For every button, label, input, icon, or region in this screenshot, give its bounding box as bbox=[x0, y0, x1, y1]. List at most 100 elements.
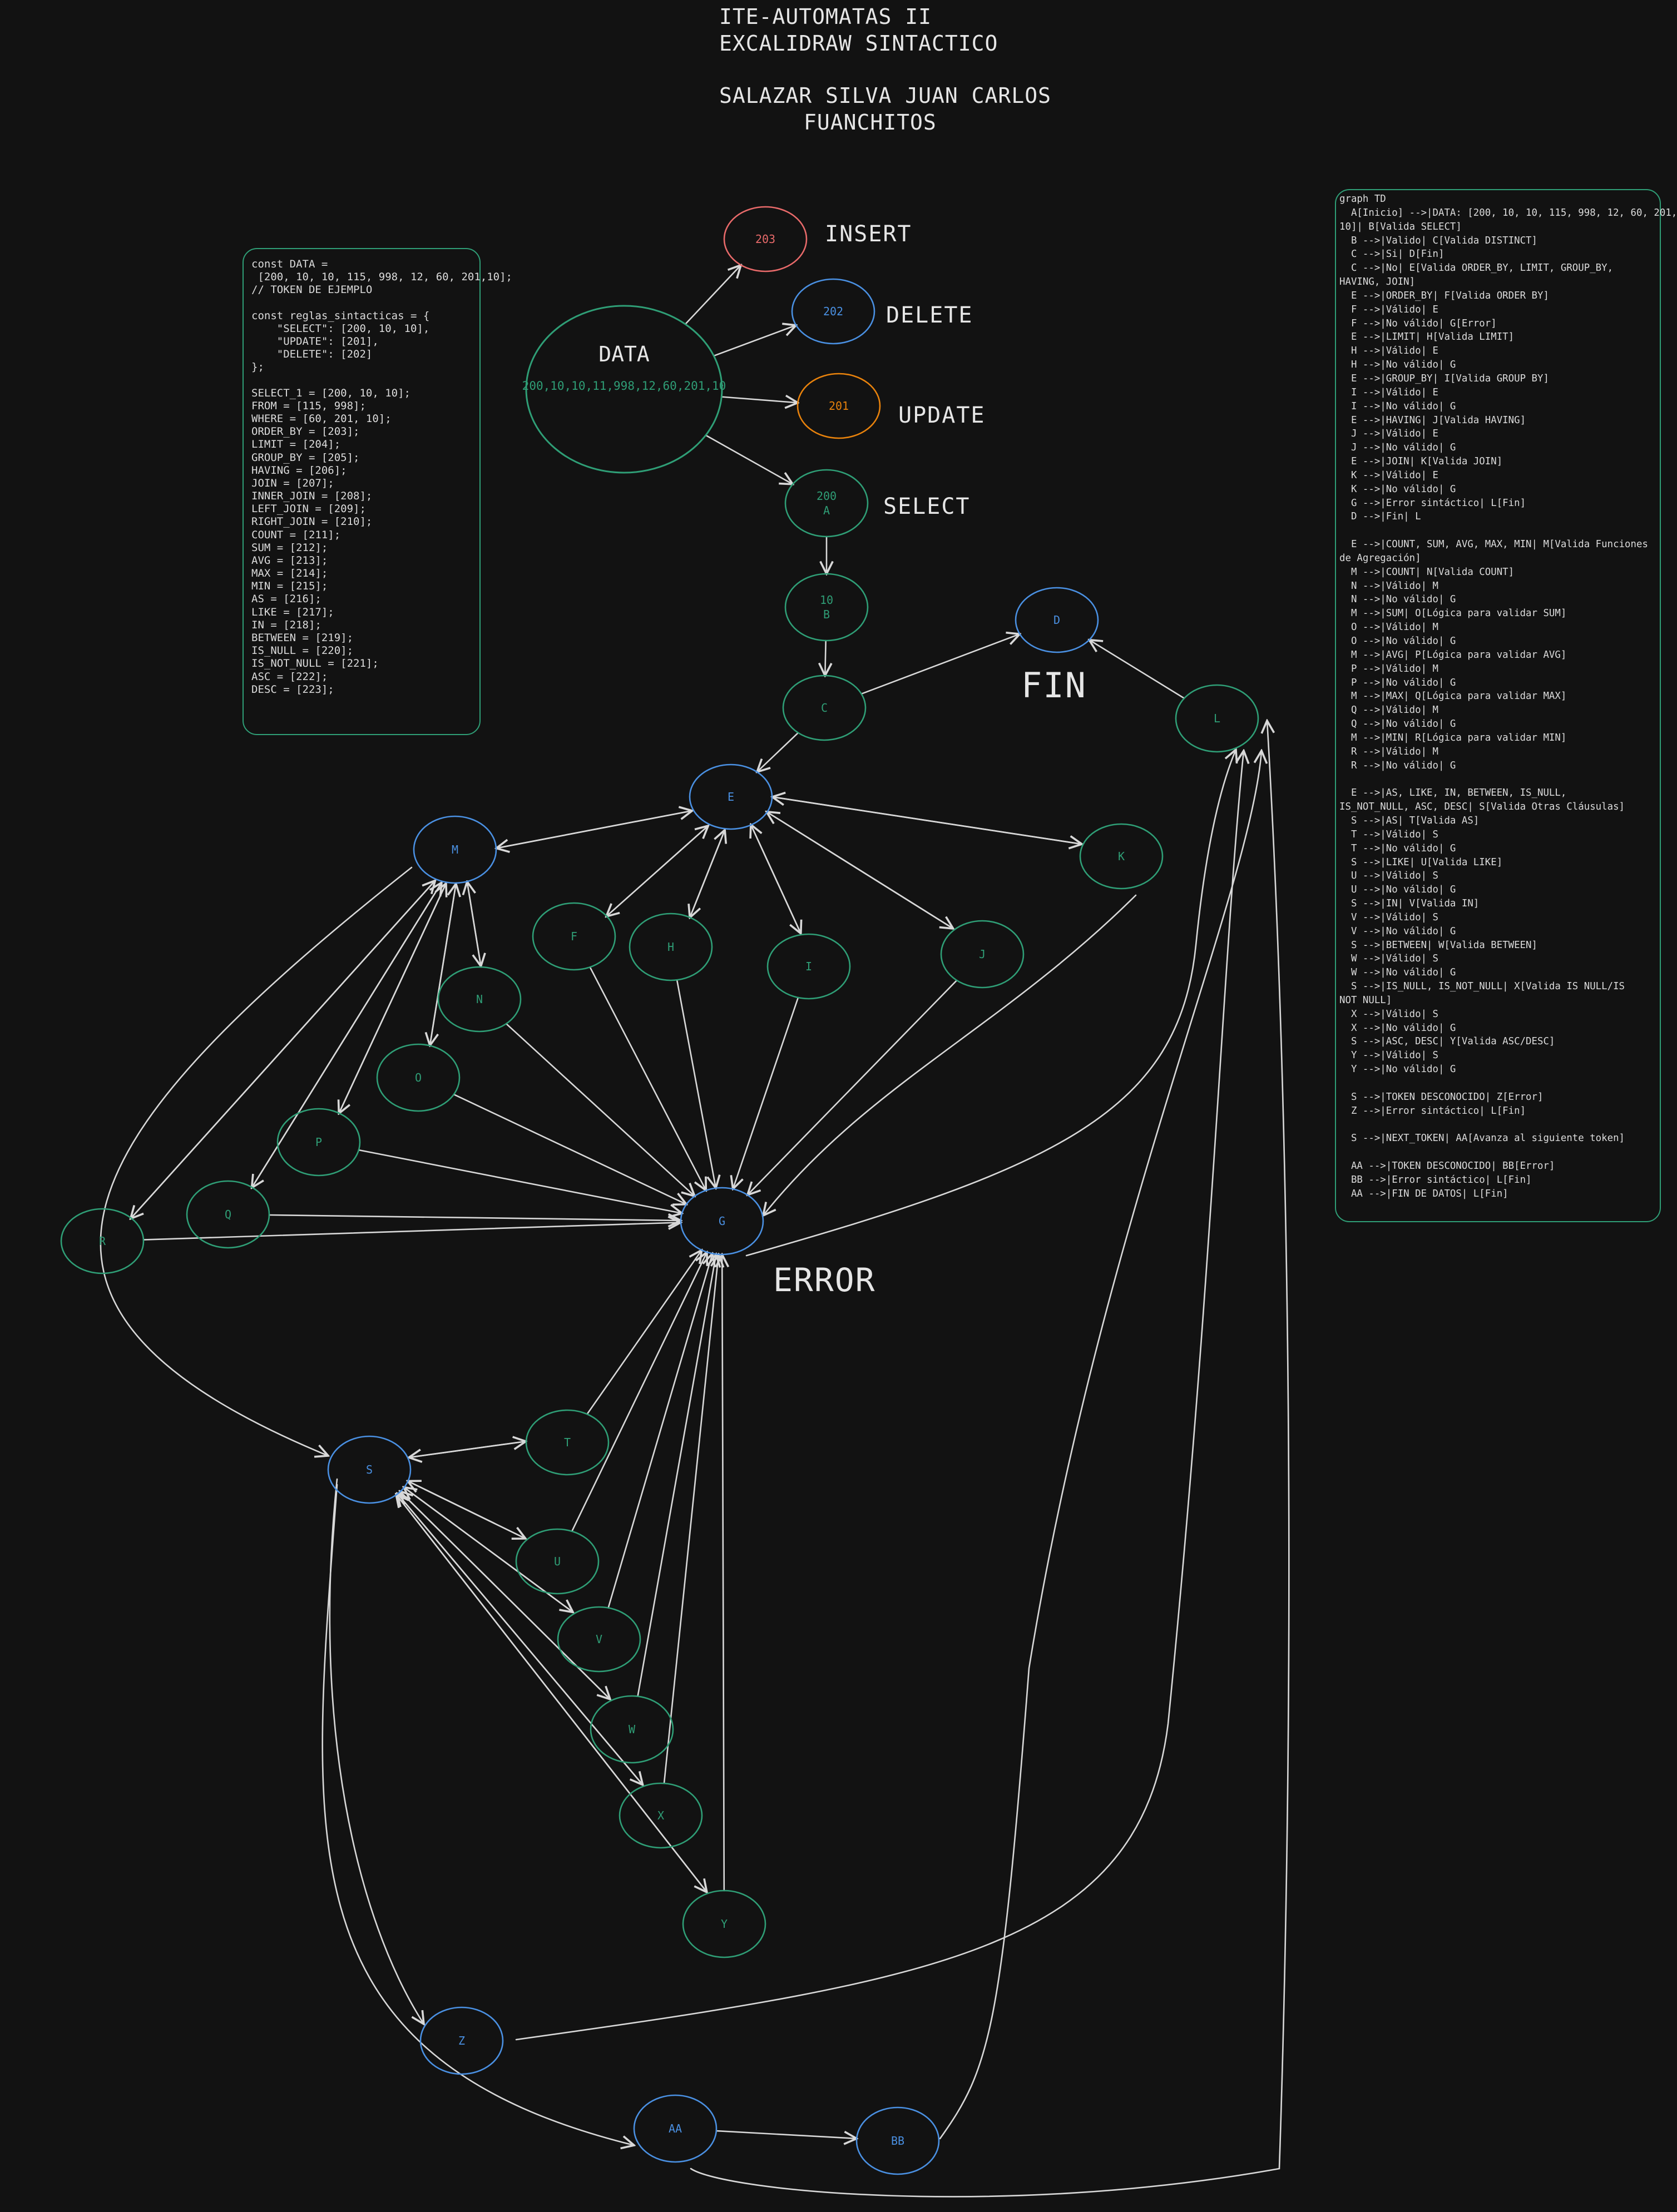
node-n-label: N bbox=[476, 993, 483, 1006]
graph-line: X -->|Válido| S bbox=[1339, 1008, 1438, 1020]
graph-line: S -->|TOKEN DESCONOCIDO| Z[Error] bbox=[1339, 1091, 1544, 1103]
graph-line: U -->|Válido| S bbox=[1339, 870, 1438, 882]
graph-line: Y -->|Válido| S bbox=[1339, 1050, 1438, 1062]
node-p-label: P bbox=[315, 1135, 322, 1149]
graph-line: S -->|BETWEEN| W[Valida BETWEEN] bbox=[1339, 939, 1537, 951]
code-line: BETWEEN = [219]; bbox=[251, 631, 354, 644]
code-line: ORDER_BY = [203]; bbox=[251, 425, 360, 438]
edge-x-to-s bbox=[397, 1494, 644, 1786]
node-b-shape bbox=[784, 573, 869, 642]
edge-x-to-g bbox=[663, 1254, 719, 1784]
graph-line: 10]| B[Valida SELECT] bbox=[1339, 221, 1462, 232]
code-line: const DATA = bbox=[251, 258, 328, 270]
edge-k-to-g bbox=[763, 894, 1137, 1216]
node-a-label: 200 bbox=[817, 489, 837, 503]
code-line: SELECT_1 = [200, 10, 10]; bbox=[251, 386, 410, 399]
graph-line: de Agregación] bbox=[1339, 552, 1421, 564]
edge-f-to-e bbox=[605, 826, 708, 917]
edge-v-to-g bbox=[607, 1253, 713, 1609]
edge-y-to-s bbox=[396, 1494, 708, 1893]
node-n201-shape bbox=[797, 373, 881, 439]
label-delete: DELETE bbox=[886, 302, 973, 328]
code-line: LEFT_JOIN = [209]; bbox=[251, 503, 366, 515]
node-g-shape bbox=[680, 1187, 764, 1256]
node-z-label: Z bbox=[458, 2034, 465, 2047]
node-v-shape bbox=[557, 1606, 641, 1673]
edge-c-to-d bbox=[860, 634, 1020, 695]
code-line: "SELECT": [200, 10, 10], bbox=[251, 322, 430, 335]
node-s: S bbox=[327, 1435, 412, 1504]
node-k-shape bbox=[1079, 823, 1164, 890]
node-aa: AA bbox=[633, 2094, 718, 2163]
code-line: INNER_JOIN = [208]; bbox=[251, 490, 373, 503]
code-line: IS_NULL = [220]; bbox=[251, 644, 354, 657]
graph-line: E -->|HAVING| J[Valida HAVING] bbox=[1339, 414, 1526, 426]
code-line: // TOKEN DE EJEMPLO bbox=[251, 284, 373, 296]
code-line bbox=[251, 374, 472, 387]
code-line: RIGHT_JOIN = [210]; bbox=[251, 515, 373, 528]
node-bb: BB bbox=[855, 2106, 940, 2175]
label-select: SELECT bbox=[883, 494, 971, 519]
node-z: Z bbox=[419, 2006, 504, 2075]
graph-line: V -->|No válido| G bbox=[1339, 925, 1456, 937]
node-w: W bbox=[590, 1695, 674, 1764]
graph-line: N -->|No válido| G bbox=[1339, 594, 1456, 606]
edge-aa-to-l bbox=[690, 721, 1290, 2198]
edge-w-to-s bbox=[400, 1491, 611, 1700]
graph-line: N -->|Válido| M bbox=[1339, 580, 1438, 592]
node-n-shape bbox=[437, 966, 522, 1033]
graph-line: W -->|No válido| G bbox=[1339, 967, 1456, 979]
code-line: MIN = [215]; bbox=[251, 580, 328, 593]
node-q-shape bbox=[186, 1180, 270, 1249]
title-line-3: SALAZAR SILVA JUAN CARLOS bbox=[719, 83, 1051, 108]
node-h-shape bbox=[629, 912, 713, 981]
edge-data-to-n202 bbox=[713, 325, 796, 357]
label-update: UPDATE bbox=[898, 403, 986, 428]
edge-s-to-aa bbox=[321, 1484, 634, 2145]
code-line: LIKE = [217]; bbox=[251, 606, 334, 618]
node-e: E bbox=[689, 763, 773, 830]
code-line: GROUP_BY = [205]; bbox=[251, 451, 360, 464]
graph-line: Y -->|No válido| G bbox=[1339, 1064, 1456, 1075]
node-r-shape bbox=[60, 1208, 145, 1274]
node-y-shape bbox=[682, 1889, 766, 1958]
node-n201: 201 bbox=[797, 373, 881, 439]
edge-n-to-g bbox=[505, 1023, 695, 1196]
node-l-shape bbox=[1175, 684, 1259, 753]
graph-line: G -->|Error sintáctico| L[Fin] bbox=[1339, 497, 1526, 509]
label-fin: FIN bbox=[1021, 665, 1087, 706]
node-v: V bbox=[557, 1606, 641, 1673]
node-c-label: C bbox=[821, 701, 828, 715]
node-n201-label: 201 bbox=[829, 399, 849, 413]
graph-line: NOT NULL] bbox=[1339, 994, 1392, 1006]
edge-bb-to-l bbox=[939, 751, 1262, 2140]
node-b: 10B bbox=[784, 573, 869, 642]
node-l: L bbox=[1175, 684, 1259, 753]
code-line: FROM = [115, 998]; bbox=[251, 399, 366, 412]
graph-line: A[Inicio] -->|DATA: [200, 10, 10, 115, 9… bbox=[1339, 207, 1677, 219]
node-a-shape bbox=[784, 469, 869, 538]
node-x: X bbox=[619, 1782, 703, 1849]
node-k-label: K bbox=[1118, 850, 1125, 863]
graph-line: graph TD bbox=[1339, 194, 1386, 205]
node-b-sublabel: B bbox=[823, 608, 830, 621]
code-line: JOIN = [207]; bbox=[251, 477, 334, 489]
node-q: Q bbox=[186, 1180, 270, 1249]
label-insert: INSERT bbox=[825, 221, 912, 247]
graph-line: I -->|No válido| G bbox=[1339, 400, 1456, 412]
node-i-shape bbox=[766, 933, 851, 1000]
graph-line: M -->|MAX| Q[Lógica para validar MAX] bbox=[1339, 691, 1567, 702]
edge-w-to-g bbox=[637, 1254, 716, 1697]
node-m-shape bbox=[413, 815, 497, 884]
graph-line: Z -->|Error sintáctico| L[Fin] bbox=[1339, 1105, 1526, 1117]
edge-t-to-g bbox=[586, 1250, 702, 1415]
edge-o-to-g bbox=[453, 1093, 686, 1204]
code-line: HAVING = [206]; bbox=[251, 464, 347, 477]
edge-q-to-g bbox=[268, 1215, 681, 1221]
graph-line: E -->|COUNT, SUM, AVG, MAX, MIN| M[Valid… bbox=[1339, 539, 1648, 550]
code-line: MAX = [214]; bbox=[251, 567, 328, 580]
graph-line: S -->|ASC, DESC| Y[Valida ASC/DESC] bbox=[1339, 1036, 1555, 1048]
edge-r-to-m bbox=[130, 881, 436, 1219]
node-d-shape bbox=[1015, 587, 1099, 653]
